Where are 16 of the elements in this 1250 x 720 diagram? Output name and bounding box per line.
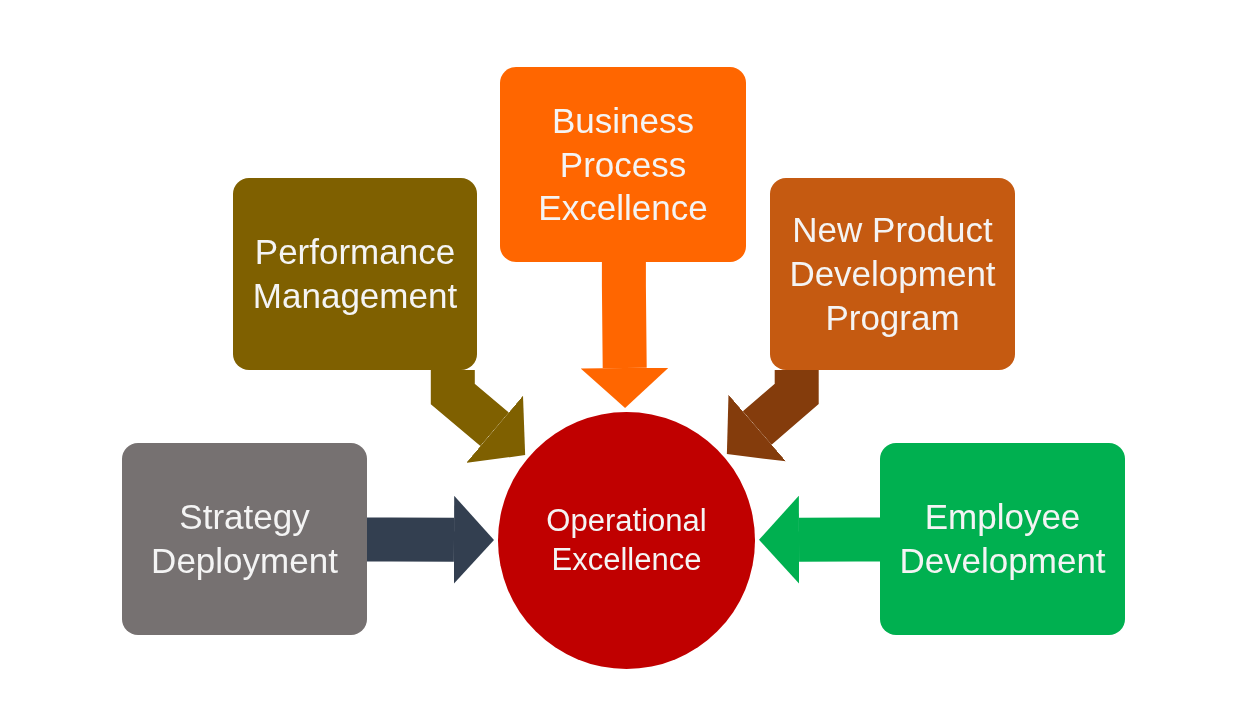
block-arrow bbox=[430, 370, 526, 463]
node-label: Strategy Deployment bbox=[150, 496, 339, 582]
process-box bbox=[233, 178, 477, 370]
block-arrow bbox=[367, 495, 494, 584]
process-box bbox=[770, 178, 1015, 370]
node-label: Performance Management bbox=[251, 231, 459, 317]
block-arrow bbox=[759, 495, 880, 584]
block-arrow bbox=[726, 370, 819, 462]
node-label: Employee Development bbox=[898, 496, 1107, 582]
block-arrow bbox=[580, 262, 669, 408]
process-box bbox=[500, 67, 746, 262]
process-box bbox=[122, 443, 367, 635]
process-box bbox=[880, 443, 1125, 635]
node-label: Operational Excellence bbox=[545, 501, 708, 579]
node-label: Business Process Excellence bbox=[537, 99, 709, 230]
node-label: New Product Development Program bbox=[788, 209, 997, 339]
